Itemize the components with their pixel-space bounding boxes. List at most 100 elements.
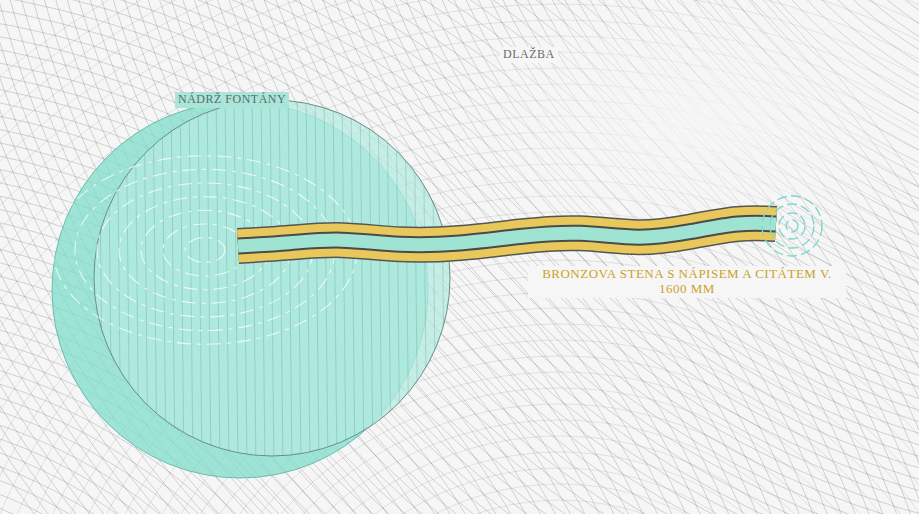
basin-line: [387, 90, 391, 470]
basin-line: [234, 90, 238, 470]
basin-hatch: [90, 90, 463, 470]
wall-note: BRONZOVA STENA S NÁPISEM A CITÁTEM V. 16…: [528, 266, 846, 298]
wall-bronze: [238, 223, 776, 246]
paving-line: [32, 0, 919, 514]
basin-line: [216, 90, 220, 470]
wall-water: [238, 223, 776, 246]
basin-line: [396, 90, 400, 470]
basin-line: [180, 90, 184, 470]
basin-line: [297, 90, 301, 470]
basin-line: [432, 90, 436, 470]
wall-outline: [238, 223, 776, 246]
basin-line: [306, 90, 310, 470]
paving-line: [43, 0, 919, 514]
paving-line: [428, 0, 919, 402]
basin-line: [189, 90, 193, 470]
basin-line: [288, 90, 292, 470]
basin-line: [261, 90, 265, 470]
water-swirl: [185, 238, 225, 263]
basin-line: [459, 90, 463, 470]
basin-line: [90, 90, 94, 470]
basin-line: [423, 90, 427, 470]
paving-line: [87, 0, 919, 514]
spring-ring: [770, 204, 814, 248]
basin-line: [270, 90, 274, 470]
spring-ring: [786, 220, 798, 232]
area-label: NÁDRŽ FONTÁNY: [175, 92, 289, 108]
basin-line: [450, 90, 454, 470]
basin-line: [252, 90, 256, 470]
paving-line: [268, 468, 852, 514]
basin-line: [378, 90, 382, 470]
basin-line: [369, 90, 373, 470]
basin-line: [441, 90, 445, 470]
basin-line: [198, 90, 202, 470]
fountain-basin: [52, 90, 463, 478]
basin-line: [135, 90, 139, 470]
basin-line: [342, 90, 346, 470]
paving-line: [21, 0, 919, 514]
basin-line: [153, 90, 157, 470]
paving-line: [439, 0, 919, 391]
spring-ring: [762, 196, 822, 256]
paving-line: [300, 500, 820, 514]
basin-line: [144, 90, 148, 470]
basin-line: [225, 90, 229, 470]
basin-line: [315, 90, 319, 470]
basin-line: [414, 90, 418, 470]
wall-inner-line: [238, 223, 776, 246]
basin-line: [279, 90, 283, 470]
paving-line: [76, 0, 919, 514]
basin-line: [351, 90, 355, 470]
basin-line: [405, 90, 409, 470]
basin-line: [360, 90, 364, 470]
basin-line: [207, 90, 211, 470]
spring-swirl: [762, 196, 822, 256]
paving-line: [284, 484, 836, 514]
area-label: DLAŽBA: [500, 47, 558, 63]
basin-line: [126, 90, 130, 470]
spring-ring: [779, 213, 805, 239]
paving-line: [417, 0, 919, 413]
basin-line: [117, 90, 121, 470]
bronze-wall: [238, 223, 776, 246]
